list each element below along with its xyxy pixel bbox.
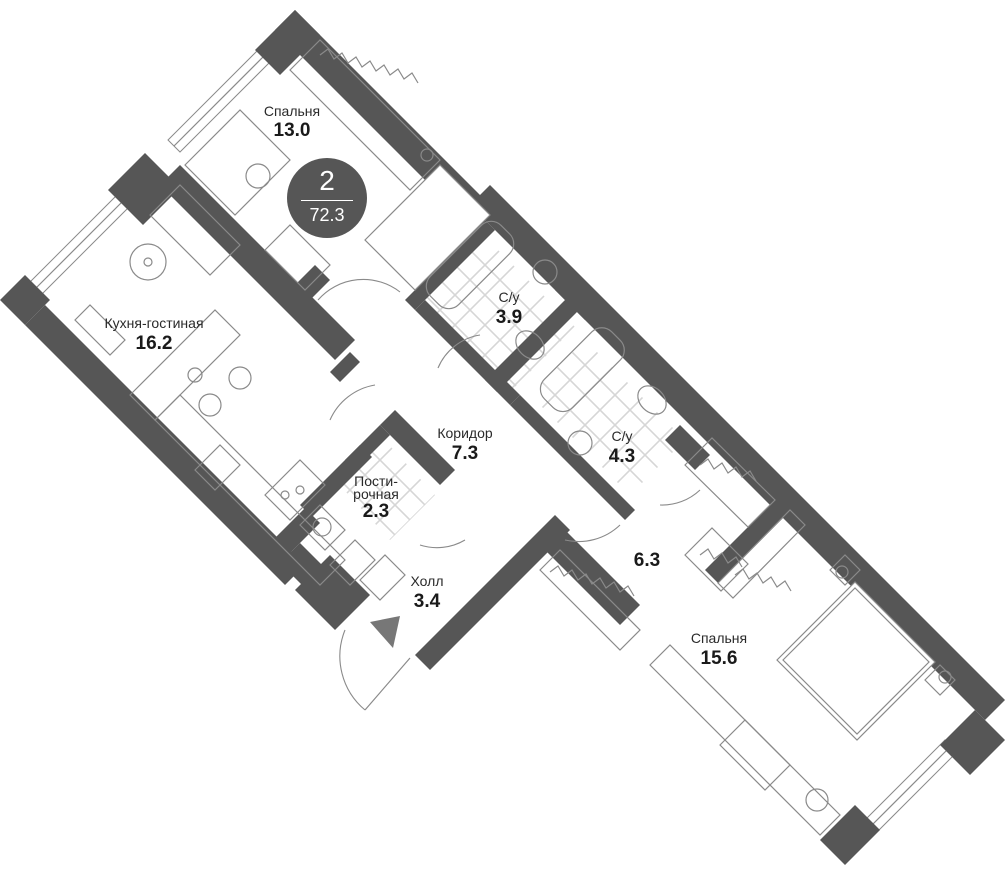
room-area: 2.3 bbox=[362, 501, 390, 522]
room-area: 6.3 bbox=[633, 550, 661, 571]
room-name: Холл bbox=[410, 573, 444, 589]
total-area: 72.3 bbox=[309, 205, 345, 225]
room-name: Коридор bbox=[437, 425, 493, 441]
bedroom-2-furniture bbox=[649, 554, 956, 836]
entrance-arrow-icon bbox=[370, 616, 400, 648]
room-area: 4.3 bbox=[608, 446, 636, 467]
laundry-hall-furniture bbox=[299, 504, 406, 601]
room-name-line2: рочная bbox=[353, 486, 399, 502]
room-name: Кухня-гостиная bbox=[104, 315, 204, 331]
badge-divider bbox=[301, 200, 353, 201]
room-area: 3.4 bbox=[413, 591, 441, 612]
room-area: 15.6 bbox=[700, 648, 738, 669]
apartment-summary-badge: 2 72.3 bbox=[287, 158, 367, 238]
room-name-line1: Пости- bbox=[354, 473, 398, 489]
bathroom-furniture bbox=[425, 220, 667, 456]
room-area: 7.3 bbox=[451, 443, 479, 464]
room-name: Спальня bbox=[690, 630, 748, 646]
room-area: 3.9 bbox=[495, 307, 523, 328]
bedroom-1-furniture bbox=[184, 39, 491, 291]
kitchen-living-furniture bbox=[74, 184, 346, 586]
room-area: 16.2 bbox=[135, 333, 173, 354]
rooms-count: 2 bbox=[319, 165, 335, 196]
room-name: Спальня bbox=[263, 103, 321, 119]
room-area: 13.0 bbox=[273, 120, 311, 141]
wardrobes bbox=[319, 48, 806, 651]
room-name: С/у bbox=[498, 289, 520, 305]
doors bbox=[317, 278, 701, 711]
room-name: С/у bbox=[611, 428, 633, 444]
